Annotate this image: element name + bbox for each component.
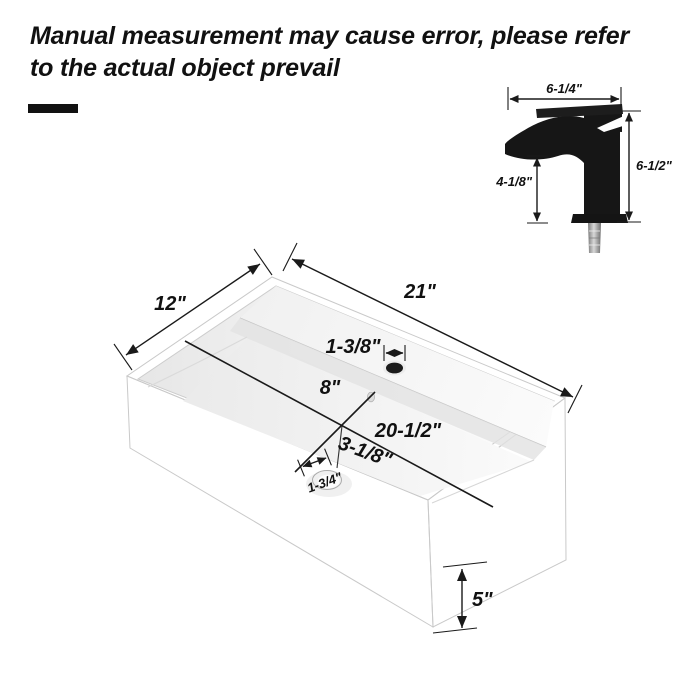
faucet-width-label: 6-1/4" xyxy=(546,81,583,96)
faucet-spout-height-label: 4-1/8" xyxy=(495,174,533,189)
disclaimer-line2: to the actual object prevail xyxy=(30,54,340,82)
sink-diagram: 12" 21" 1-3/8" 8" 20-1/2" 3-1/8" xyxy=(113,242,583,634)
sink-length-dimension: 21" xyxy=(282,242,583,414)
faucet-spout-height-dimension: 4-1/8" xyxy=(495,155,548,224)
faucet-height-dimension: 6-1/2" xyxy=(617,110,673,223)
drain-hole xyxy=(312,470,342,490)
faucet-illustration xyxy=(505,104,628,253)
faucet-height-label: 6-1/2" xyxy=(636,158,673,173)
disclaimer-line1: Manual measurement may cause error, plea… xyxy=(30,22,630,50)
basin-width-label: 8" xyxy=(320,377,341,399)
sink-length-label: 21" xyxy=(403,281,436,303)
faucet-width-dimension: 6-1/4" xyxy=(507,81,622,110)
basin-length-label: 20-1/2" xyxy=(374,420,442,442)
divider-bar xyxy=(28,104,78,113)
faucet-hole-dimension: 1-3/8" xyxy=(325,336,406,361)
sink-height-dimension: 5" xyxy=(432,561,493,634)
sink-depth-label: 12" xyxy=(154,293,186,315)
sink-depth-dimension: 12" xyxy=(113,248,273,371)
disclaimer-text: Manual measurement may cause error, plea… xyxy=(30,20,630,84)
faucet-hole xyxy=(383,360,406,376)
sink-height-label: 5" xyxy=(472,589,493,611)
faucet-hole-label: 1-3/8" xyxy=(325,336,381,358)
faucet-diagram: 6-1/4" 6-1/2" 4-1/8" xyxy=(495,81,673,253)
